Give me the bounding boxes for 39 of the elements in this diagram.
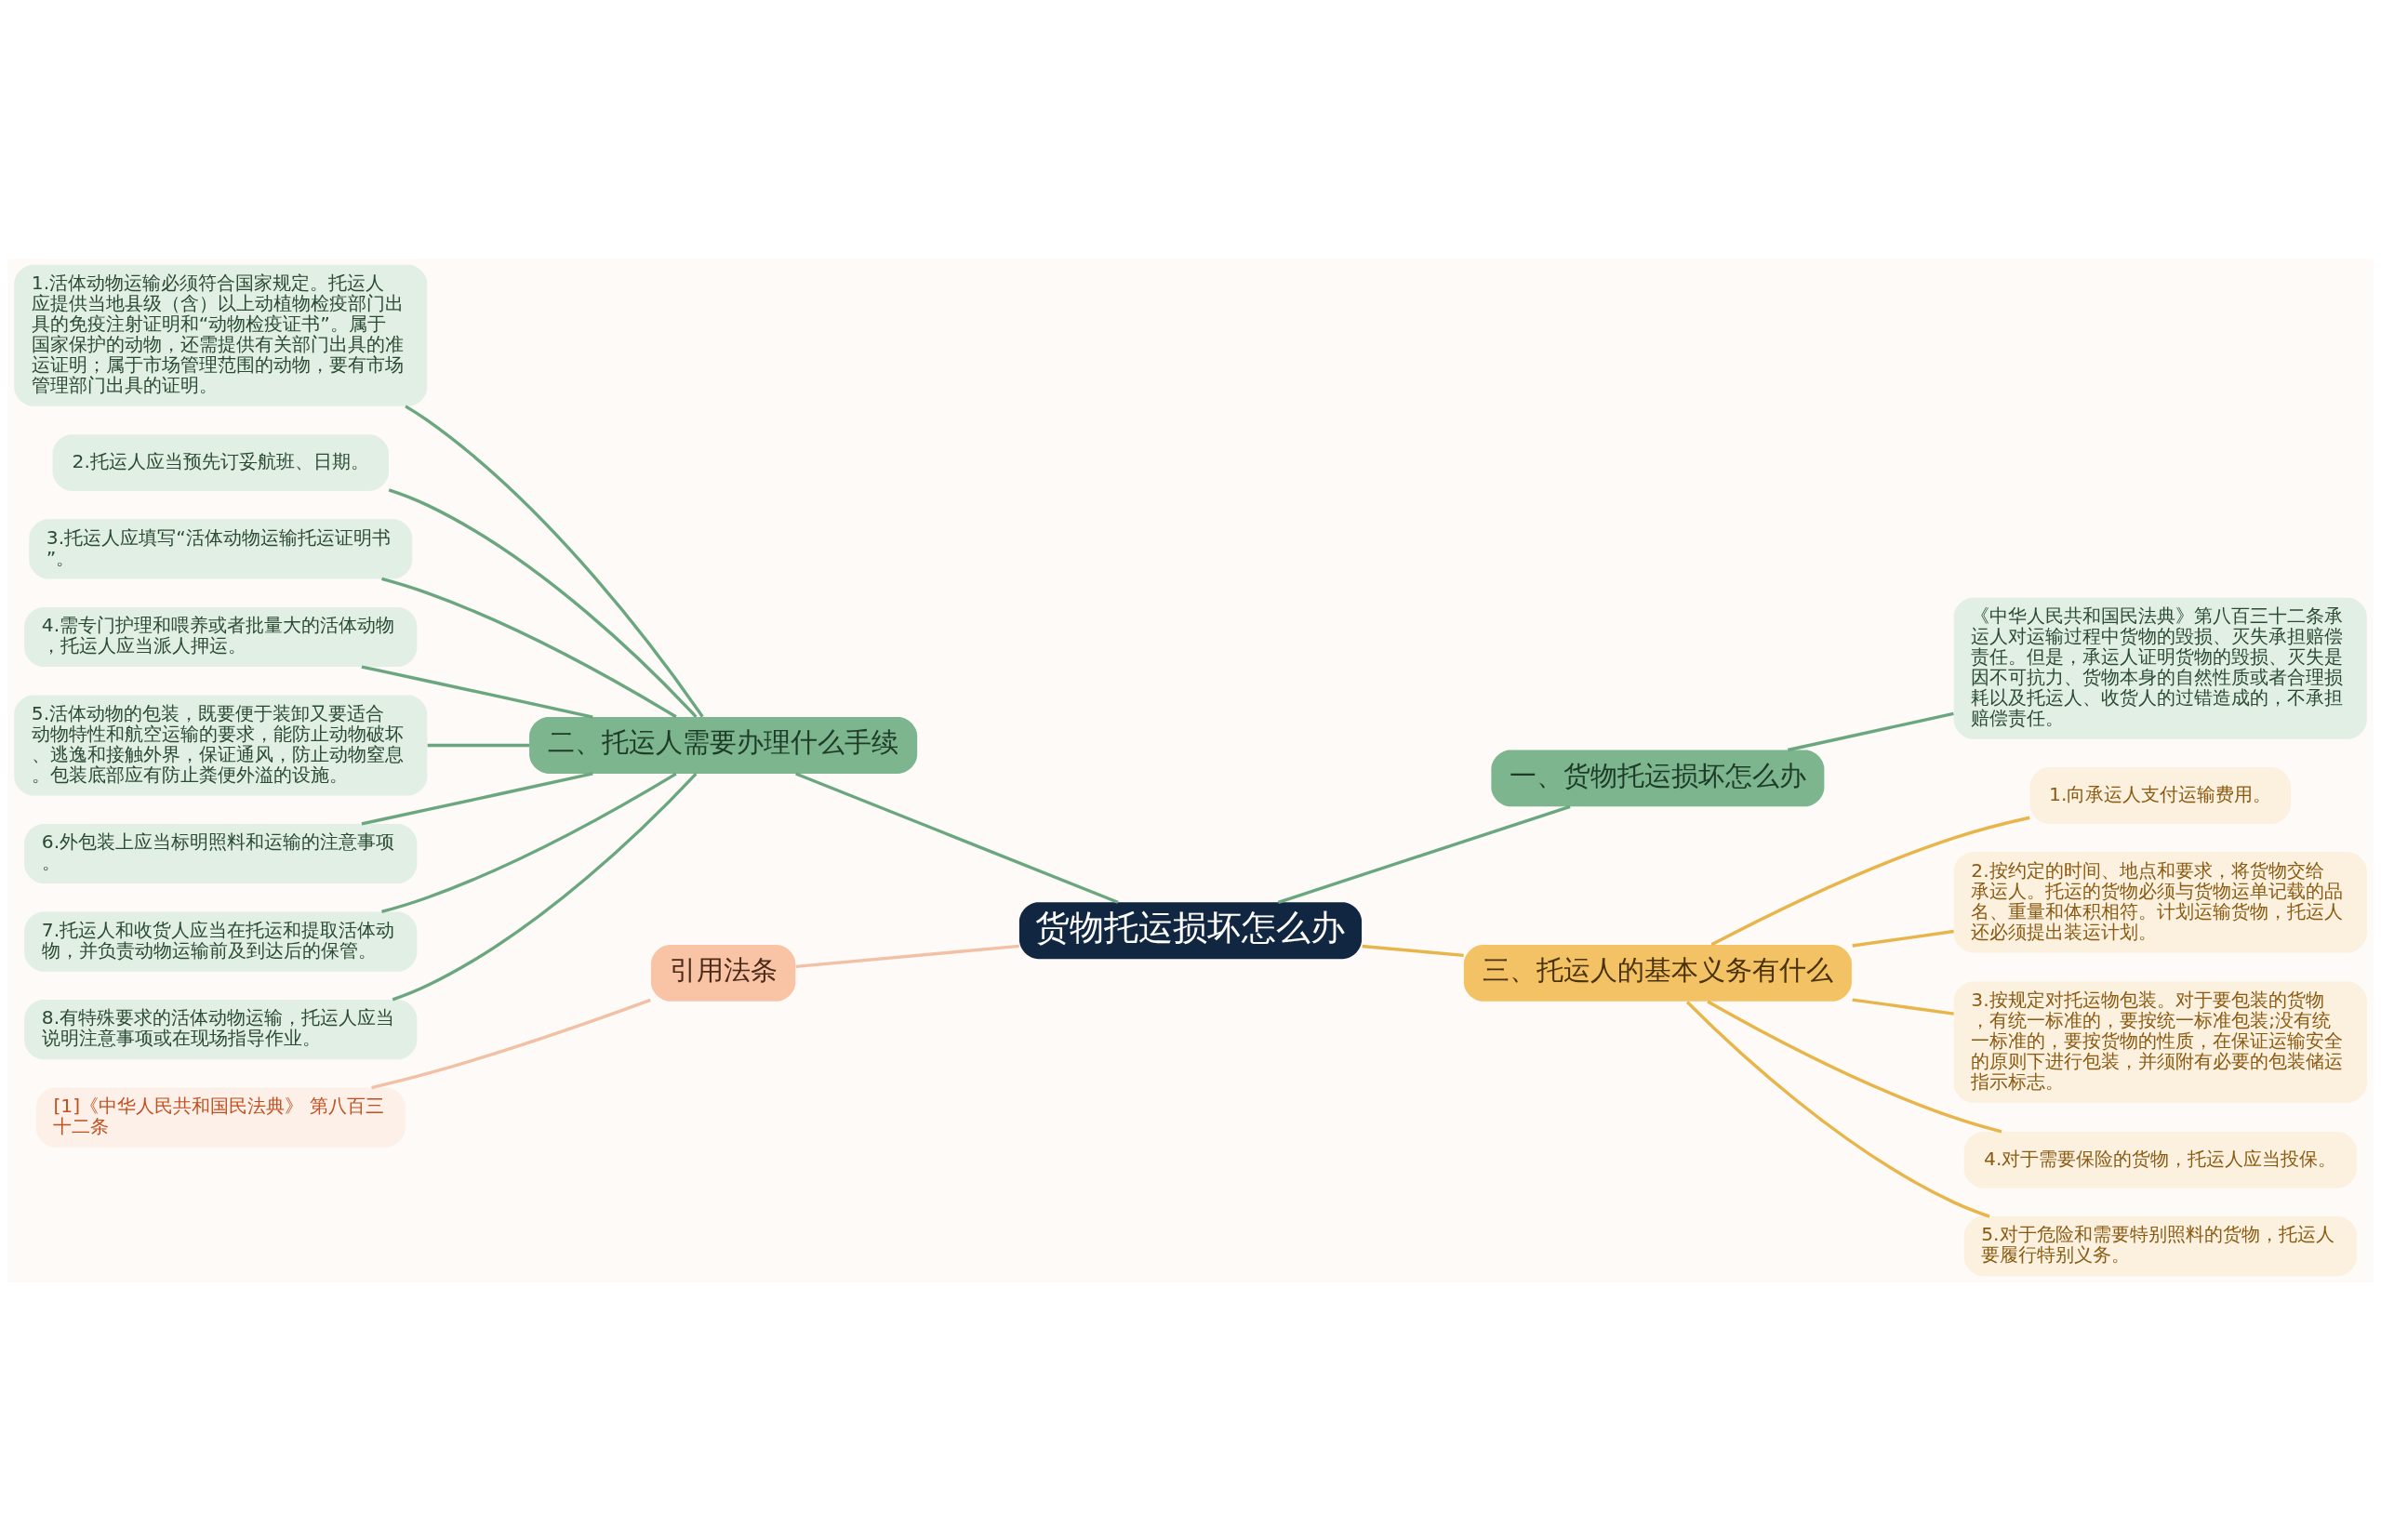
node-box: 《中华人民共和国民法典》第八百三十二条承运人对运输过程中货物的毁损、灭失承担赔偿责任。但是，承运人证明货物的毁损、灭失是因不可抗力、货物本身的自然性质或者合理损耗以及托运人、收货人的过错造成的，不承担赔偿责任。 bbox=[1953, 597, 2367, 739]
node-box: 二、托运人需要办理什么手续 bbox=[529, 716, 918, 774]
node-box: 8.有特殊要求的活体动物运输，托运人应当说明注意事项或在现场指导作业。 bbox=[24, 999, 418, 1059]
node-box: 4.对于需要保险的货物，托运人应当投保。 bbox=[1963, 1131, 2357, 1188]
connector bbox=[1685, 1000, 1990, 1218]
connector bbox=[388, 487, 698, 718]
connector bbox=[427, 743, 529, 747]
node-box: 3.托运人应填写“活体动物运输托运证明书”。 bbox=[29, 518, 413, 578]
connector bbox=[361, 664, 593, 719]
connector bbox=[371, 998, 651, 1089]
node-box: 3.按规定对托运物包装。对于要包装的货物，有统一标准的，要按统一标准包装;没有统一标准的，要按货物的性质，在保证运输安全的原则下进行包装，并须附有必要的包装储运指示标志。 bbox=[1953, 981, 2367, 1103]
node-box: 4.需专门护理和喂养或者批量大的活体动物，托运人应当派人押运。 bbox=[24, 606, 418, 667]
connector bbox=[1852, 929, 1954, 948]
connector bbox=[405, 404, 704, 718]
connector bbox=[795, 771, 1119, 904]
connector bbox=[1710, 816, 2030, 946]
connector bbox=[1707, 1000, 2002, 1134]
connector bbox=[381, 577, 677, 718]
node-box: 引用法条 bbox=[650, 944, 796, 1002]
node-box: 一、货物托运损坏怎么办 bbox=[1491, 750, 1825, 806]
node-box: [1]《中华人民共和国民法典》 第八百三十二条 bbox=[35, 1087, 406, 1148]
connector bbox=[1852, 997, 1954, 1016]
connector bbox=[361, 771, 593, 826]
connector bbox=[1277, 804, 1571, 904]
connector bbox=[795, 944, 1019, 968]
node-box: 2.托运人应当预先订妥航班、日期。 bbox=[52, 433, 389, 491]
node-box: 1.活体动物运输必须符合国家规定。托运人应提供当地县级（含）以上动植物检疫部门出具的免疫注射证明和“动物检疫证书”。属于国家保护的动物，还需提供有关部门出具的准运证明；属于市场管理范围的动物，要有市场管理部门出具的证明。 bbox=[14, 264, 428, 406]
connector bbox=[1362, 944, 1464, 957]
node-box: 5.对于危险和需要特别照料的货物，托运人要履行特别义务。 bbox=[1963, 1215, 2357, 1276]
node-box: 货物托运损坏怎么办 bbox=[1018, 901, 1363, 959]
connector bbox=[392, 772, 698, 1001]
node-box: 1.向承运人支付运输费用。 bbox=[2029, 766, 2291, 824]
connector bbox=[1788, 711, 1954, 751]
node-box: 7.托运人和收货人应当在托运和提取活体动物，并负责动物运输前及到达后的保管。 bbox=[24, 911, 418, 972]
node-box: 6.外包装上应当标明照料和运输的注意事项。 bbox=[24, 823, 418, 883]
node-box: 5.活体动物的包装，既要便于装卸又要适合动物特性和航空运输的要求，能防止动物破坏、逃逸和接触外界，保证通风，防止动物窒息。包装底部应有防止粪便外溢的设施。 bbox=[14, 694, 428, 795]
node-box: 2.按约定的时间、地点和要求，将货物交给承运人。托运的货物必须与货物运单记载的品名、重量和体积相符。计划运输货物，托运人还必须提出装运计划。 bbox=[1953, 851, 2367, 952]
connector bbox=[381, 772, 677, 913]
node-box: 三、托运人的基本义务有什么 bbox=[1463, 944, 1852, 1002]
